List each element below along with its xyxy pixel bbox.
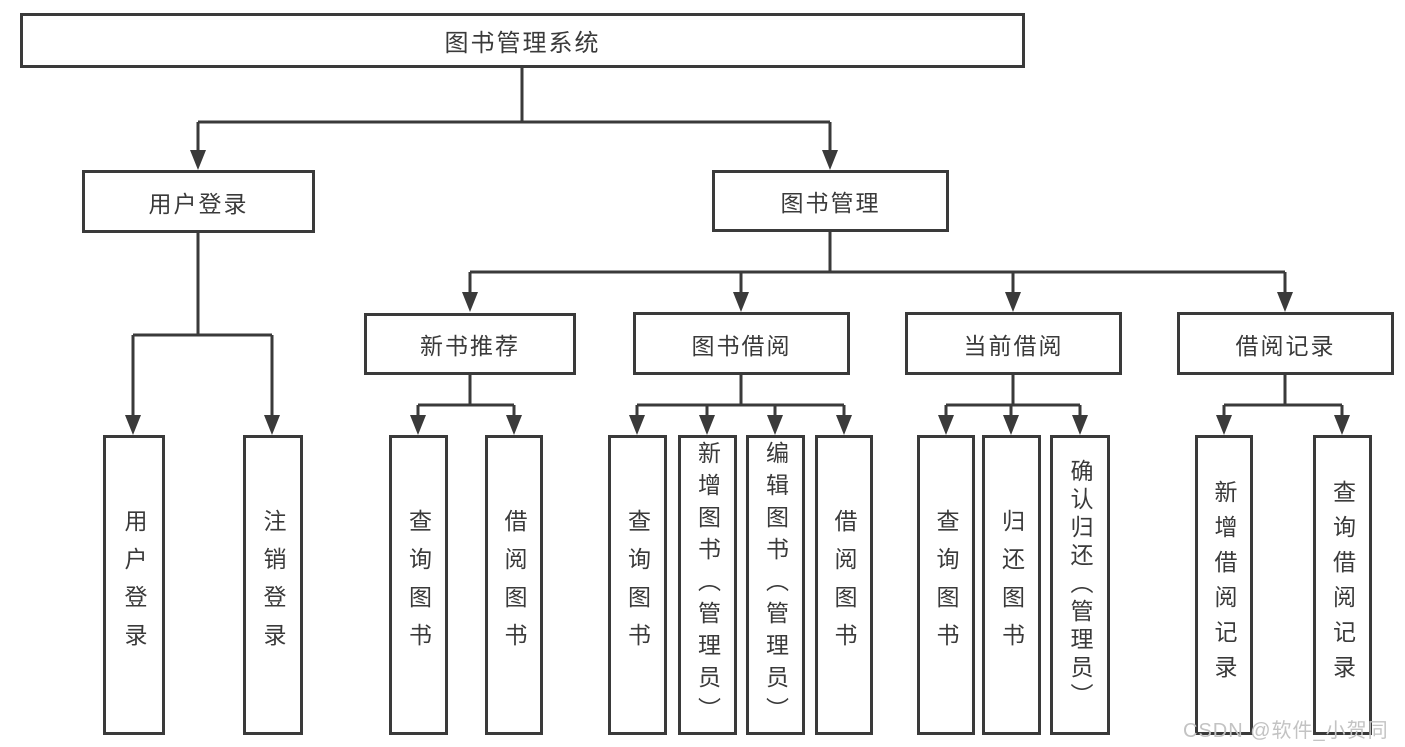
node-new-book-recommend: 新书推荐	[364, 313, 576, 375]
arrowhead	[1216, 415, 1232, 435]
connector-line	[131, 233, 274, 417]
node-book-borrowing: 图书借阅	[633, 312, 850, 375]
leaf-add-borrow-record: 新增借阅记录	[1195, 435, 1253, 735]
arrowhead	[125, 415, 141, 435]
leaf-edit-book-admin: 编辑图书（管理员）	[746, 435, 805, 735]
arrowhead	[767, 415, 783, 435]
connector-line	[196, 68, 832, 152]
leaf-return-books: 归还图书	[982, 435, 1041, 735]
node-borrowing-records: 借阅记录	[1177, 312, 1394, 375]
arrowhead	[629, 415, 645, 435]
leaf-borrow-books-2: 借阅图书	[815, 435, 873, 735]
arrowhead	[1334, 415, 1350, 435]
arrowhead	[1003, 415, 1019, 435]
arrowhead	[506, 415, 522, 435]
arrowhead	[462, 292, 478, 312]
leaf-confirm-return-admin: 确认归还（管理员）	[1050, 435, 1110, 735]
node-user-login: 用户登录	[82, 170, 315, 233]
arrowhead	[836, 415, 852, 435]
leaf-borrow-books: 借阅图书	[485, 435, 543, 735]
leaf-user-login: 用户登录	[103, 435, 165, 735]
arrowhead	[410, 415, 426, 435]
connector-line	[468, 232, 1287, 294]
arrowhead	[1005, 292, 1021, 312]
arrowhead	[938, 415, 954, 435]
leaf-query-borrow-record: 查询借阅记录	[1313, 435, 1372, 735]
connector-line	[635, 375, 846, 417]
arrowhead	[822, 150, 838, 170]
leaf-query-books-3: 查询图书	[917, 435, 975, 735]
connector-line	[416, 375, 516, 417]
arrowhead	[733, 292, 749, 312]
leaf-add-book-admin: 新增图书（管理员）	[678, 435, 737, 735]
leaf-query-books-2: 查询图书	[608, 435, 667, 735]
csdn-watermark: CSDN @软件_小贺同学	[1183, 720, 1389, 742]
node-book-management: 图书管理	[712, 170, 949, 232]
leaf-logout: 注销登录	[243, 435, 303, 735]
arrowhead	[1277, 292, 1293, 312]
arrowhead	[1072, 415, 1088, 435]
node-current-borrowing: 当前借阅	[905, 312, 1122, 375]
arrowhead	[190, 150, 206, 170]
connector-line	[1222, 375, 1344, 417]
arrowhead	[264, 415, 280, 435]
node-library-management-system: 图书管理系统	[20, 13, 1025, 68]
arrowhead	[699, 415, 715, 435]
connector-line	[944, 375, 1082, 417]
leaf-query-books: 查询图书	[389, 435, 448, 735]
